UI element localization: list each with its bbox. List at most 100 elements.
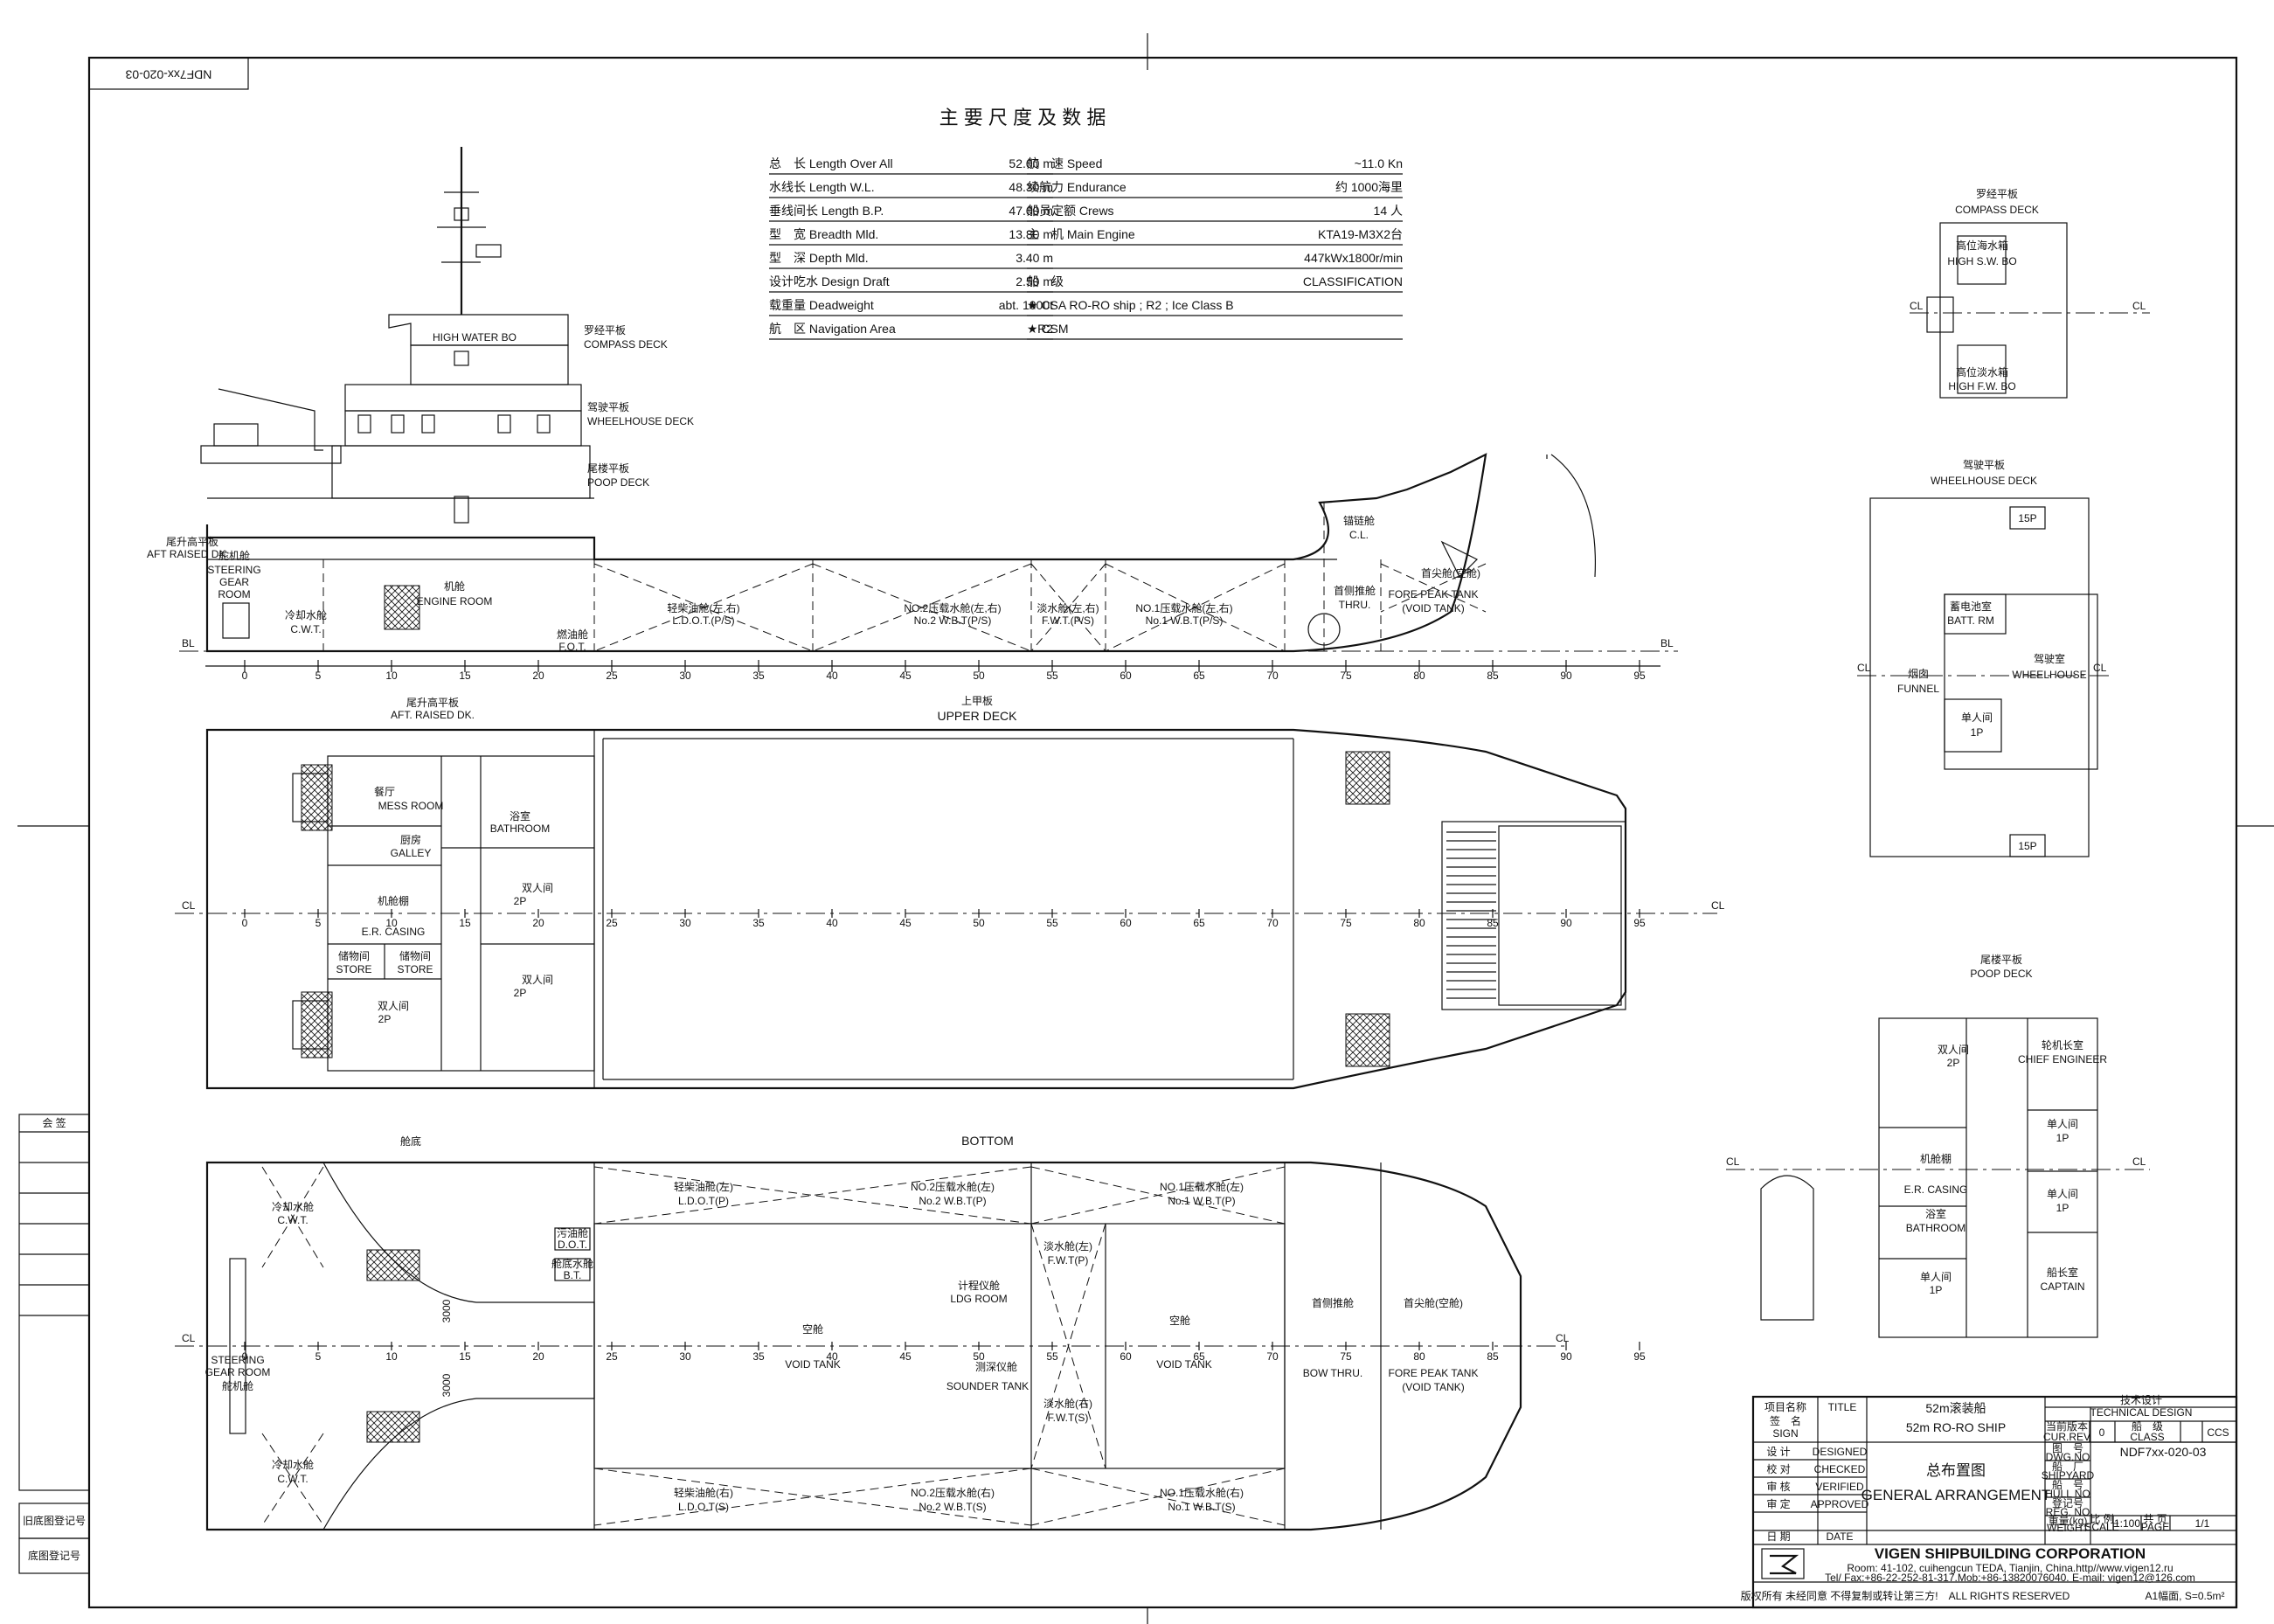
svg-text:No.1 W.B.T(P): No.1 W.B.T(P)	[1168, 1195, 1235, 1207]
particular-value: 约 1000海里	[1335, 180, 1403, 194]
svg-text:轻柴油舱(左): 轻柴油舱(左)	[674, 1180, 733, 1193]
svg-text:首侧推舱: 首侧推舱	[1334, 585, 1376, 597]
svg-text:E.R. CASING: E.R. CASING	[1904, 1183, 1968, 1196]
svg-text:COMPASS DECK: COMPASS DECK	[1955, 204, 2039, 216]
frame-number: 75	[1340, 670, 1352, 682]
svg-text:SHIPYARD: SHIPYARD	[2042, 1469, 2095, 1482]
svg-text:AFT RAISED DK.: AFT RAISED DK.	[147, 548, 229, 560]
winch-icon	[292, 773, 329, 822]
particulars-heading: 主 要 尺 度 及 数 据	[939, 107, 1106, 128]
svg-text:A1幅面, S=0.5m²: A1幅面, S=0.5m²	[2145, 1589, 2224, 1602]
svg-text:冷却水舱: 冷却水舱	[285, 609, 327, 621]
svg-text:VOID TANK: VOID TANK	[785, 1358, 841, 1371]
svg-text:AFT. RAISED DK.: AFT. RAISED DK.	[391, 709, 475, 721]
svg-text:机舱: 机舱	[444, 580, 465, 593]
poop-house-profile	[331, 445, 591, 499]
frame-number: 10	[385, 917, 398, 929]
svg-text:空舱: 空舱	[1169, 1315, 1190, 1327]
frame-number: 15	[459, 670, 471, 682]
windlass-icon	[1345, 1013, 1390, 1067]
svg-text:SCALE: SCALE	[2084, 1521, 2118, 1533]
particular-label: 型 宽 Breadth Mld.	[769, 227, 878, 241]
svg-text:SOUNDER TANK: SOUNDER TANK	[946, 1380, 1029, 1392]
svg-text:NO.2压载水舱(左): NO.2压载水舱(左)	[911, 1180, 995, 1193]
sign-label: 会 签	[42, 1116, 66, 1129]
svg-text:52m滚装船: 52m滚装船	[1925, 1401, 1986, 1415]
svg-text:GEAR ROOM: GEAR ROOM	[205, 1366, 271, 1378]
frame-number: 25	[606, 917, 618, 929]
svg-text:Room: 41-102, cuihengcun TEDA,: Room: 41-102, cuihengcun TEDA, Tianjin, …	[1847, 1562, 2173, 1574]
particular-label: 垂线间长 Length B.P.	[769, 204, 884, 218]
frame-number: 65	[1193, 1350, 1205, 1363]
svg-text:烟囱: 烟囱	[1908, 668, 1929, 680]
svg-text:C.W.T.: C.W.T.	[277, 1214, 308, 1226]
frame-number: 50	[973, 670, 985, 682]
svg-text:NO.1压载水舱(左,右): NO.1压载水舱(左,右)	[1135, 601, 1232, 614]
svg-text:CL: CL	[182, 1332, 196, 1344]
frame-number: 95	[1633, 917, 1646, 929]
frame-number: 5	[315, 1350, 322, 1363]
svg-text:BATHROOM: BATHROOM	[490, 822, 550, 835]
svg-text:单人间: 单人间	[2047, 1188, 2078, 1200]
particular-value: abt. 1000t	[999, 298, 1053, 312]
svg-text:STORE: STORE	[336, 963, 371, 975]
svg-text:锚链舱: 锚链舱	[1343, 514, 1375, 527]
frame-number: 85	[1487, 917, 1499, 929]
frame-number: 0	[242, 1350, 248, 1363]
svg-text:1P: 1P	[2056, 1132, 2069, 1144]
svg-text:浴室: 浴室	[510, 809, 530, 822]
svg-text:POOP DECK: POOP DECK	[587, 476, 649, 489]
svg-text:NDF7xx-020-03: NDF7xx-020-03	[125, 67, 211, 81]
svg-text:BATHROOM: BATHROOM	[1906, 1222, 1965, 1234]
particular-value: 47.00 m	[1009, 204, 1053, 218]
svg-text:项目名称: 项目名称	[1764, 1400, 1806, 1413]
svg-text:GENERAL ARRANGEMENT: GENERAL ARRANGEMENT	[1861, 1487, 2051, 1503]
frame-number: 15	[459, 1350, 471, 1363]
wheelhouse-deck-plan: 驾驶平板 WHEELHOUSE DECK CL CL 蓄电池室 BATT. RM…	[1857, 458, 2111, 857]
svg-text:POOP DECK: POOP DECK	[1970, 968, 2032, 980]
svg-text:双人间: 双人间	[522, 882, 553, 894]
frame-number: 15	[459, 917, 471, 929]
svg-text:储物间: 储物间	[399, 949, 431, 962]
svg-text:驾驶平板: 驾驶平板	[1963, 458, 2005, 471]
frame-number: 10	[385, 1350, 398, 1363]
frame-number: 70	[1266, 670, 1279, 682]
svg-text:Tel/ Fax:+86-22-252-81-317.Mob: Tel/ Fax:+86-22-252-81-317.Mob:+86-13820…	[1825, 1572, 2195, 1584]
svg-text:1/1: 1/1	[2195, 1517, 2210, 1530]
svg-text:HIGH WATER BO: HIGH WATER BO	[433, 331, 517, 344]
frame-number: 85	[1487, 670, 1499, 682]
radar-icon	[475, 244, 502, 258]
company-logo	[1761, 1548, 1805, 1579]
frame-number: 90	[1560, 917, 1572, 929]
particular-label: 船员定额 Crews	[1027, 204, 1114, 218]
svg-text:UPPER DECK: UPPER DECK	[937, 709, 1017, 723]
svg-text:冷却水舱: 冷却水舱	[272, 1459, 314, 1471]
frame-number: 55	[1046, 1350, 1058, 1363]
svg-text:VIGEN SHIPBUILDING CORPORATION: VIGEN SHIPBUILDING CORPORATION	[1875, 1545, 2146, 1562]
frame-number: 60	[1120, 917, 1132, 929]
particular-value: 2.50 m	[1016, 274, 1053, 288]
frame-number: 90	[1560, 670, 1572, 682]
frame-number: 60	[1120, 670, 1132, 682]
svg-text:罗经平板: 罗经平板	[584, 324, 626, 337]
compass-deck-plan: 罗经平板 COMPASS DECK CL CL 高位海水箱 HIGH S.W. …	[1910, 188, 2150, 399]
particular-label: 航 速 Speed	[1027, 156, 1102, 170]
svg-text:ROOM: ROOM	[218, 588, 250, 600]
frame-number: 70	[1266, 1350, 1279, 1363]
svg-text:厨房: 厨房	[400, 833, 421, 846]
svg-text:GEAR: GEAR	[219, 576, 249, 588]
svg-text:版权所有 未经同意 不得复制或转让第三方! ALL RIGH: 版权所有 未经同意 不得复制或转让第三方! ALL RIGHTS RESERVE…	[1741, 1589, 2070, 1602]
upper-deck-outline	[205, 728, 1627, 1090]
svg-text:52m RO-RO SHIP: 52m RO-RO SHIP	[1906, 1420, 2006, 1434]
frame-number: 40	[826, 1350, 838, 1363]
svg-text:双人间: 双人间	[522, 974, 553, 986]
svg-text:TECHNICAL DESIGN: TECHNICAL DESIGN	[2090, 1406, 2193, 1419]
frame-number: 80	[1413, 1350, 1425, 1363]
svg-text:CL: CL	[2093, 662, 2107, 674]
svg-text:船 厂: 船 厂	[2052, 1461, 2083, 1473]
particular-value: 14 人	[1374, 204, 1403, 218]
svg-text:HIGH F.W. BO: HIGH F.W. BO	[1948, 380, 2015, 392]
svg-text:STEERING: STEERING	[211, 1354, 264, 1366]
